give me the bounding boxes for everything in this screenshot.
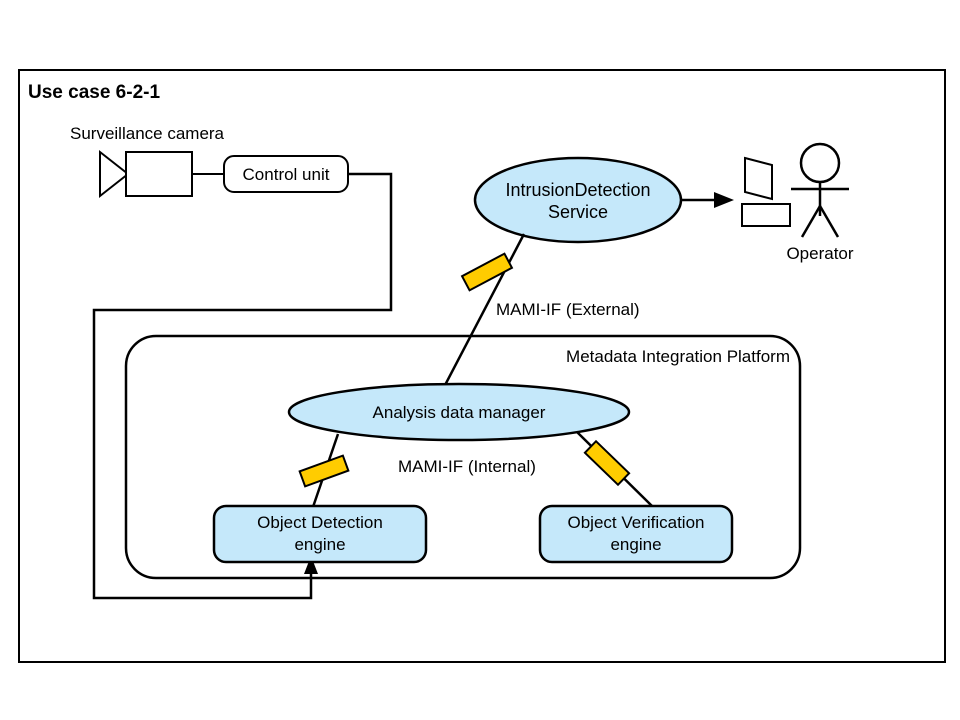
object-verification-engine-label-line1: Object Verification bbox=[567, 513, 704, 532]
actor-stick-figure-icon bbox=[791, 142, 849, 238]
operator-label: Operator bbox=[786, 244, 853, 263]
intrusion-detection-service-node[interactable]: IntrusionDetection Service bbox=[473, 156, 683, 244]
surveillance-camera-label: Surveillance camera bbox=[70, 124, 225, 143]
intrusion-detection-label-line1: IntrusionDetection bbox=[505, 180, 650, 200]
metadata-integration-platform-label: Metadata Integration Platform bbox=[566, 347, 790, 366]
object-verification-engine-node[interactable]: Object Verification engine bbox=[538, 504, 734, 564]
metadata-integration-platform-container bbox=[124, 334, 802, 580]
mami-internal-label: MAMI-IF (Internal) bbox=[398, 457, 536, 476]
interface-connector-icon-internal-right bbox=[583, 439, 631, 487]
analysis-data-manager-label: Analysis data manager bbox=[373, 403, 546, 422]
control-unit-label: Control unit bbox=[243, 165, 330, 184]
control-unit-node[interactable]: Control unit bbox=[223, 155, 349, 193]
service-to-operator-arrow bbox=[681, 192, 734, 208]
page-title: Use case 6-2-1 bbox=[28, 82, 160, 103]
interface-connector-icon-internal-left bbox=[298, 454, 350, 488]
external-interface-link bbox=[441, 233, 526, 390]
object-detection-engine-node[interactable]: Object Detection engine bbox=[212, 504, 428, 564]
object-detection-engine-label-line2: engine bbox=[294, 535, 345, 554]
mami-external-label: MAMI-IF (External) bbox=[496, 300, 640, 319]
interface-connector-icon-external bbox=[460, 252, 514, 292]
feedback-loop-path bbox=[92, 172, 393, 600]
object-verification-engine-label-line2: engine bbox=[610, 535, 661, 554]
monitor-icon bbox=[741, 156, 791, 227]
object-detection-engine-label-line1: Object Detection bbox=[257, 513, 383, 532]
analysis-data-manager-node[interactable]: Analysis data manager bbox=[287, 382, 631, 442]
intrusion-detection-label-line2: Service bbox=[548, 202, 608, 222]
camera-icon bbox=[99, 149, 193, 199]
